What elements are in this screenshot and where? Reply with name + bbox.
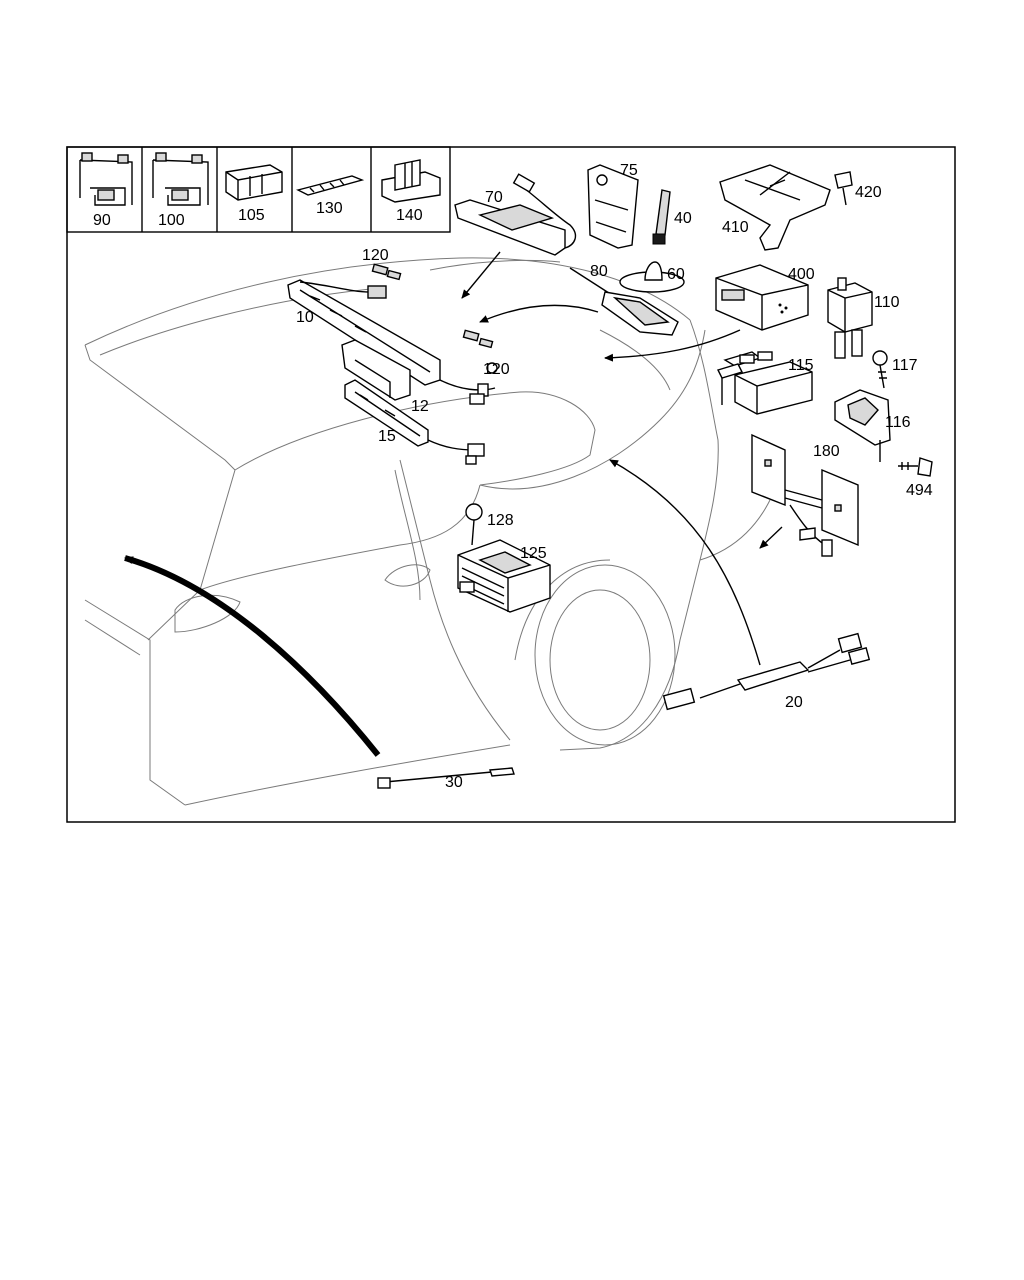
thumb-label-130: 130 (316, 200, 343, 217)
label-494: 494 (906, 482, 933, 499)
thumb-label-90: 90 (93, 212, 111, 229)
part-128-bolt (465, 503, 483, 546)
part-12-panel (341, 339, 411, 401)
label-15: 15 (378, 428, 396, 445)
label-128: 128 (487, 512, 514, 529)
label-125: 125 (520, 545, 547, 562)
part-labels: 10 12 15 20 30 40 60 70 75 80 110 115 11… (296, 162, 933, 791)
thumb-label-100: 100 (158, 212, 185, 229)
part-115-module (717, 351, 813, 415)
label-410: 410 (722, 219, 749, 236)
part-116-bracket (834, 389, 891, 446)
label-116: 116 (885, 414, 911, 431)
part-180-plates (751, 433, 859, 557)
assembly-arrows (124, 251, 783, 757)
label-110: 110 (874, 294, 900, 311)
part-420-bolt (834, 171, 853, 206)
car-outline (84, 257, 771, 806)
thumbnail-strip: 90 100 105 130 140 (66, 146, 451, 233)
label-180: 180 (813, 443, 840, 460)
thumb-label-105: 105 (238, 207, 265, 224)
label-75: 75 (620, 162, 638, 179)
thumb-140-holder-icon (381, 159, 441, 203)
part-410-bracket (719, 164, 831, 251)
part-10-harness (287, 279, 498, 405)
part-494-bolt (879, 440, 933, 477)
part-15-panel (344, 379, 485, 465)
label-60: 60 (667, 266, 685, 283)
part-120-clip-upper (371, 263, 402, 281)
label-10: 10 (296, 309, 314, 326)
part-80-antenna-module (569, 267, 679, 336)
label-70: 70 (485, 189, 503, 206)
label-80: 80 (590, 263, 608, 280)
label-20: 20 (785, 694, 803, 711)
part-110-amplifier (827, 277, 873, 359)
part-117-screw (872, 350, 888, 389)
label-115: 115 (788, 357, 814, 374)
label-30: 30 (445, 774, 463, 791)
label-120-lower: 120 (483, 361, 510, 378)
thumb-130-pad-icon (296, 175, 365, 196)
thumb-90-clip-icon (79, 152, 133, 206)
part-60-antenna-base (619, 261, 685, 293)
part-120-clip-lower (462, 329, 494, 349)
thumb-105-bracket-icon (225, 164, 283, 201)
thumb-100-clip-icon (152, 152, 209, 206)
part-30-wire (377, 767, 515, 789)
label-400: 400 (788, 266, 815, 283)
label-40: 40 (674, 210, 692, 227)
label-420: 420 (855, 184, 882, 201)
diagram-frame (66, 146, 956, 823)
part-20-harness (662, 632, 871, 711)
label-120-upper: 120 (362, 247, 389, 264)
part-400-control-unit (715, 264, 809, 331)
part-40-antenna-rod (652, 189, 671, 245)
part-70-tray (454, 173, 577, 256)
part-75-bracket (587, 164, 639, 249)
thumb-label-140: 140 (396, 207, 423, 224)
part-125-unit (457, 539, 551, 613)
label-12: 12 (411, 398, 429, 415)
label-117: 117 (892, 357, 918, 374)
